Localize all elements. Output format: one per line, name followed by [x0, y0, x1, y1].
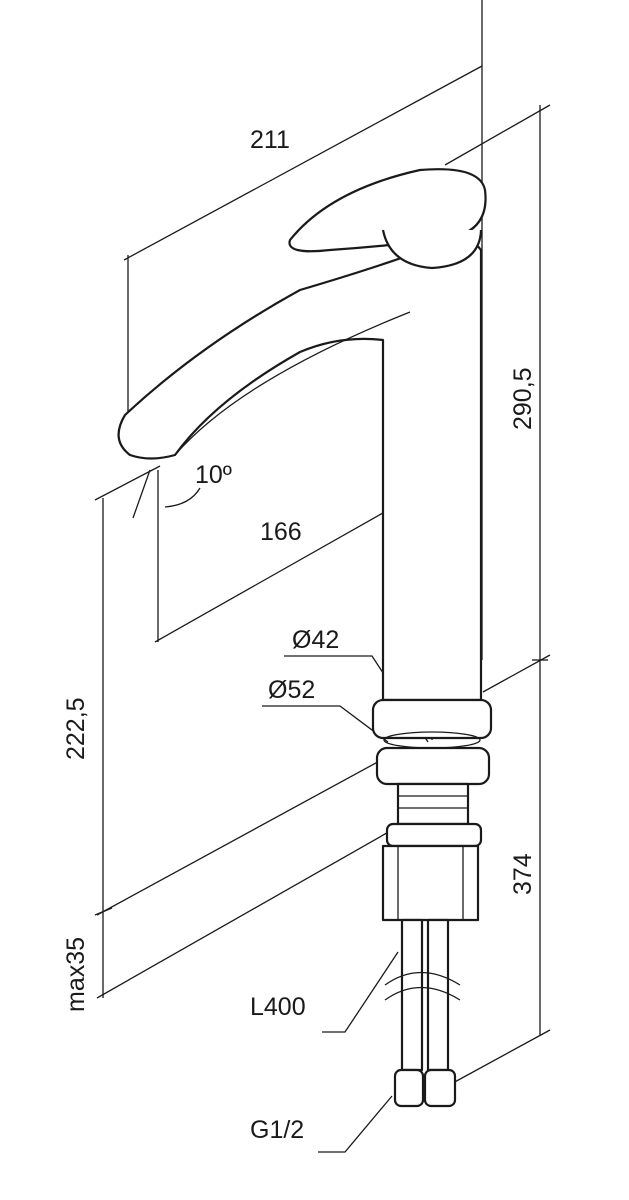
dim-166: 166 — [260, 518, 302, 546]
dim-l400: L400 — [250, 993, 306, 1021]
dimension-lines — [94, 0, 551, 1153]
dim-d52: Ø52 — [268, 676, 315, 704]
dim-angle-10: 10º — [195, 461, 232, 489]
dim-374: 374 — [509, 853, 537, 895]
dim-max35: max35 — [62, 937, 90, 1012]
faucet-body — [117, 168, 493, 1108]
dim-g1-2: G1/2 — [250, 1116, 304, 1144]
dim-222-5: 222,5 — [62, 697, 90, 760]
dim-d42: Ø42 — [292, 626, 339, 654]
dim-211: 211 — [250, 126, 290, 154]
dim-290-5: 290,5 — [509, 367, 537, 430]
